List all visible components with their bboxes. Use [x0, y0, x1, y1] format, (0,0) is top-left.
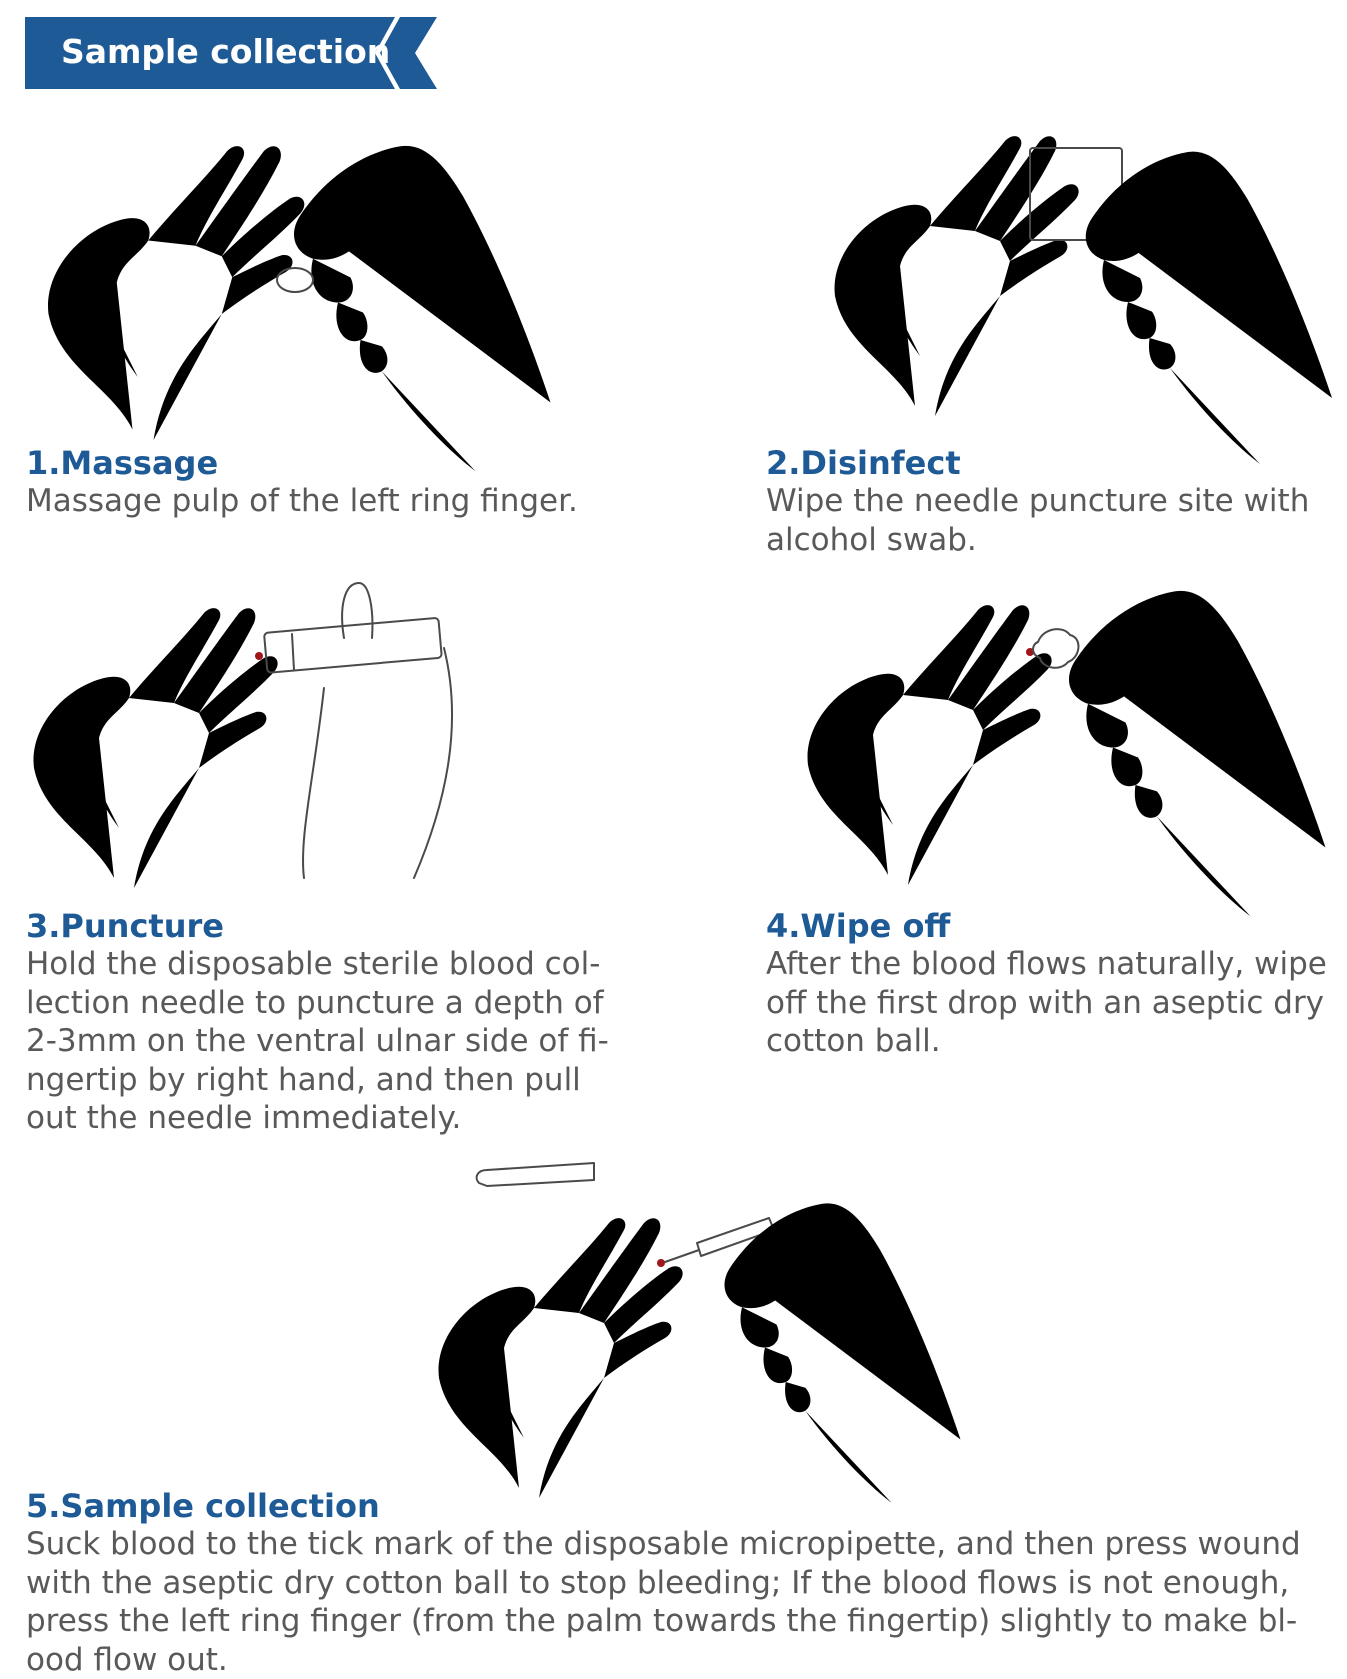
right-hand-icon	[1086, 152, 1332, 464]
right-hand-icon	[725, 1203, 961, 1502]
step-text: lection needle to puncture a depth of	[26, 984, 726, 1023]
disinfect-illustration	[825, 116, 1315, 426]
micropipette-cap-icon	[477, 1163, 594, 1186]
left-hand-icon	[48, 146, 304, 471]
step-4: 4.Wipe off After the blood flows natural…	[766, 907, 1346, 1061]
step-text: 2-3mm on the ventral ulnar side of fi-	[26, 1022, 726, 1061]
section-title: Sample collection	[61, 17, 390, 89]
right-hand-icon	[294, 146, 551, 471]
step-2: 2.Disinfect Wipe the needle puncture sit…	[766, 444, 1346, 559]
step-text: ood flow out.	[26, 1641, 1346, 1679]
step-text: out the needle immediately.	[26, 1099, 726, 1138]
step-title: 1.Massage	[26, 444, 726, 482]
step-1: 1.Massage Massage pulp of the left ring …	[26, 444, 726, 521]
step-5: 5.Sample collection Suck blood to the ti…	[26, 1487, 1346, 1679]
step-text: ngertip by right hand, and then pull	[26, 1061, 726, 1100]
step-text: alcohol swab.	[766, 521, 1346, 560]
step-text: Massage pulp of the left ring finger.	[26, 482, 726, 521]
step-text: cotton ball.	[766, 1022, 1346, 1061]
step-text: Hold the disposable sterile blood col-	[26, 945, 726, 984]
step-text: with the aseptic dry cotton ball to stop…	[26, 1564, 1346, 1603]
step-title: 5.Sample collection	[26, 1487, 1346, 1525]
left-hand-icon	[835, 136, 1079, 446]
step-text: off the first drop with an aseptic dry	[766, 984, 1346, 1023]
micropipette-icon	[665, 1250, 699, 1262]
step-text: After the blood flows naturally, wipe	[766, 945, 1346, 984]
step-text: press the left ring finger (from the pal…	[26, 1602, 1346, 1641]
sample-collection-illustration	[429, 1158, 939, 1494]
right-hand-icon	[1069, 591, 1326, 916]
left-hand-icon	[34, 608, 278, 918]
step-text: Suck blood to the tick mark of the dispo…	[26, 1525, 1346, 1564]
step-title: 2.Disinfect	[766, 444, 1346, 482]
blood-drop-icon	[255, 652, 263, 660]
wipe-off-illustration	[798, 580, 1328, 878]
step-title: 4.Wipe off	[766, 907, 1346, 945]
blood-drop-icon	[657, 1259, 665, 1267]
left-hand-icon	[808, 605, 1052, 915]
step-3: 3.Puncture Hold the disposable sterile b…	[26, 907, 726, 1138]
lancet-icon	[264, 618, 442, 673]
step-title: 3.Puncture	[26, 907, 726, 945]
step-text: Wipe the needle puncture site with	[766, 482, 1346, 521]
puncture-illustration	[24, 578, 449, 890]
massage-illustration	[33, 120, 568, 438]
section-header-banner: Sample collection	[25, 17, 437, 89]
left-hand-icon	[439, 1218, 683, 1528]
